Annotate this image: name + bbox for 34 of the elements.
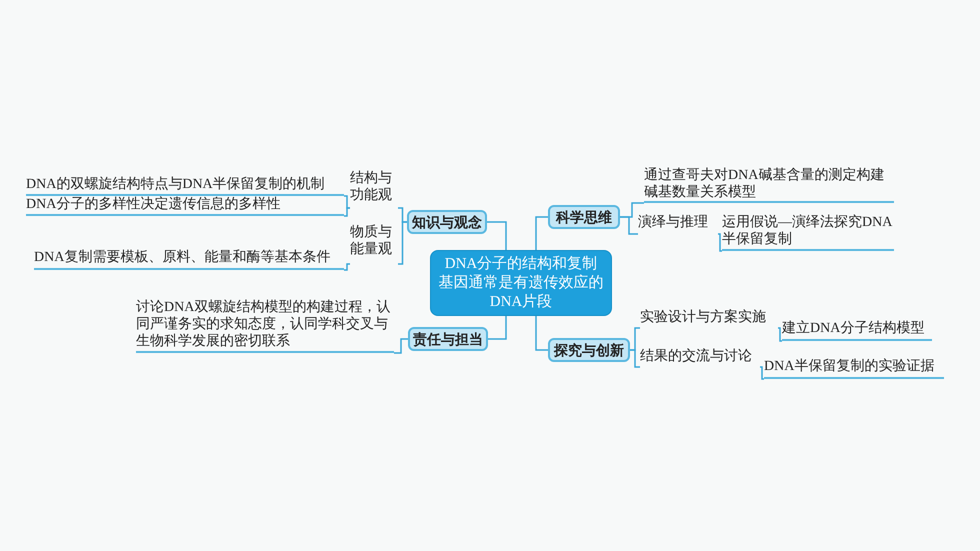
connector-line xyxy=(394,338,408,354)
connector-line xyxy=(535,216,548,250)
connector-line xyxy=(760,366,764,380)
branch-label: 结构与功能观 xyxy=(350,170,398,208)
underlined-text: 讨论DNA双螺旋结构模型的构建过程，认同严谨务实的求知态度，认同学科交叉与生物科学发展的密切联系 xyxy=(136,299,394,353)
connector-line xyxy=(620,216,638,235)
topic-text: 基因通常是有遗传效应的DNA片段 xyxy=(438,274,604,312)
central-topic-box xyxy=(430,250,612,316)
underlined-text: 建立DNA分子结构模型 xyxy=(782,320,932,341)
connector-line xyxy=(778,327,782,342)
underlined-text: DNA分子的多样性决定遗传信息的多样性 xyxy=(26,196,344,216)
connector-line xyxy=(344,207,350,217)
connector-line xyxy=(487,221,507,250)
connector-line xyxy=(398,221,407,265)
category-box: 探究与创新 xyxy=(548,338,630,362)
underlined-text: DNA复制需要模板、原料、能量和酶等基本条件 xyxy=(34,249,344,270)
topic-text: DNA分子的结构和复制 xyxy=(444,254,598,274)
branch-label: 物质与能量观 xyxy=(350,224,398,264)
category-box: 科学思维 xyxy=(548,205,620,229)
category-box: 知识与观念 xyxy=(407,210,487,234)
category-box: 责任与担当 xyxy=(408,327,488,351)
underlined-text: DNA半保留复制的实验证据 xyxy=(764,358,944,379)
connector-line xyxy=(718,233,722,252)
connector-line xyxy=(488,316,507,340)
underlined-text: 通过查哥夫对DNA碱基含量的测定构建碱基数量关系模型 xyxy=(644,167,894,203)
underlined-text: 运用假说—演绎法探究DNA半保留复制 xyxy=(722,214,894,251)
branch-label: 结果的交流与讨论 xyxy=(640,348,760,367)
branch-label: 演绎与推理 xyxy=(638,214,718,234)
branch-label: 实验设计与方案实施 xyxy=(640,309,778,328)
connector-line xyxy=(344,263,350,271)
connector-line xyxy=(630,349,640,368)
underlined-text: DNA的双螺旋结构特点与DNA半保留复制的机制 xyxy=(26,176,344,196)
connector-line xyxy=(344,195,350,209)
connector-line xyxy=(535,316,548,351)
